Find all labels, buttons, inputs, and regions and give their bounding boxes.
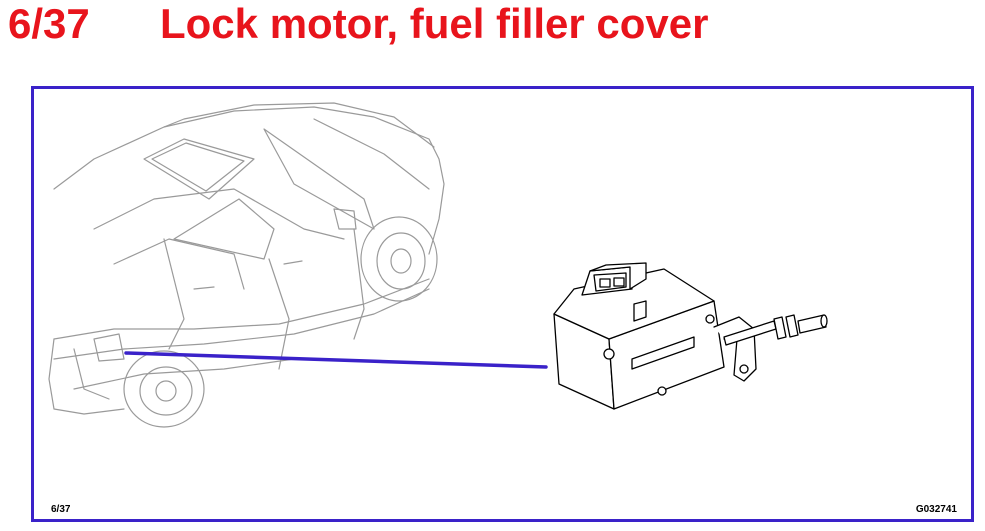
- figure-illustration: [48, 102, 828, 428]
- page-title: Lock motor, fuel filler cover: [160, 0, 709, 47]
- figure-id: G032741: [915, 504, 957, 515]
- car-illustration: [48, 102, 445, 428]
- leader-line: [124, 351, 548, 369]
- figure-page-number: 6/37: [51, 504, 71, 515]
- page-header: 6/37 Lock motor, fuel filler cover: [8, 0, 978, 50]
- figure-frame: 6/37 G032741: [31, 86, 974, 522]
- lock-motor-illustration: [553, 262, 828, 410]
- page-number: 6/37: [8, 0, 90, 47]
